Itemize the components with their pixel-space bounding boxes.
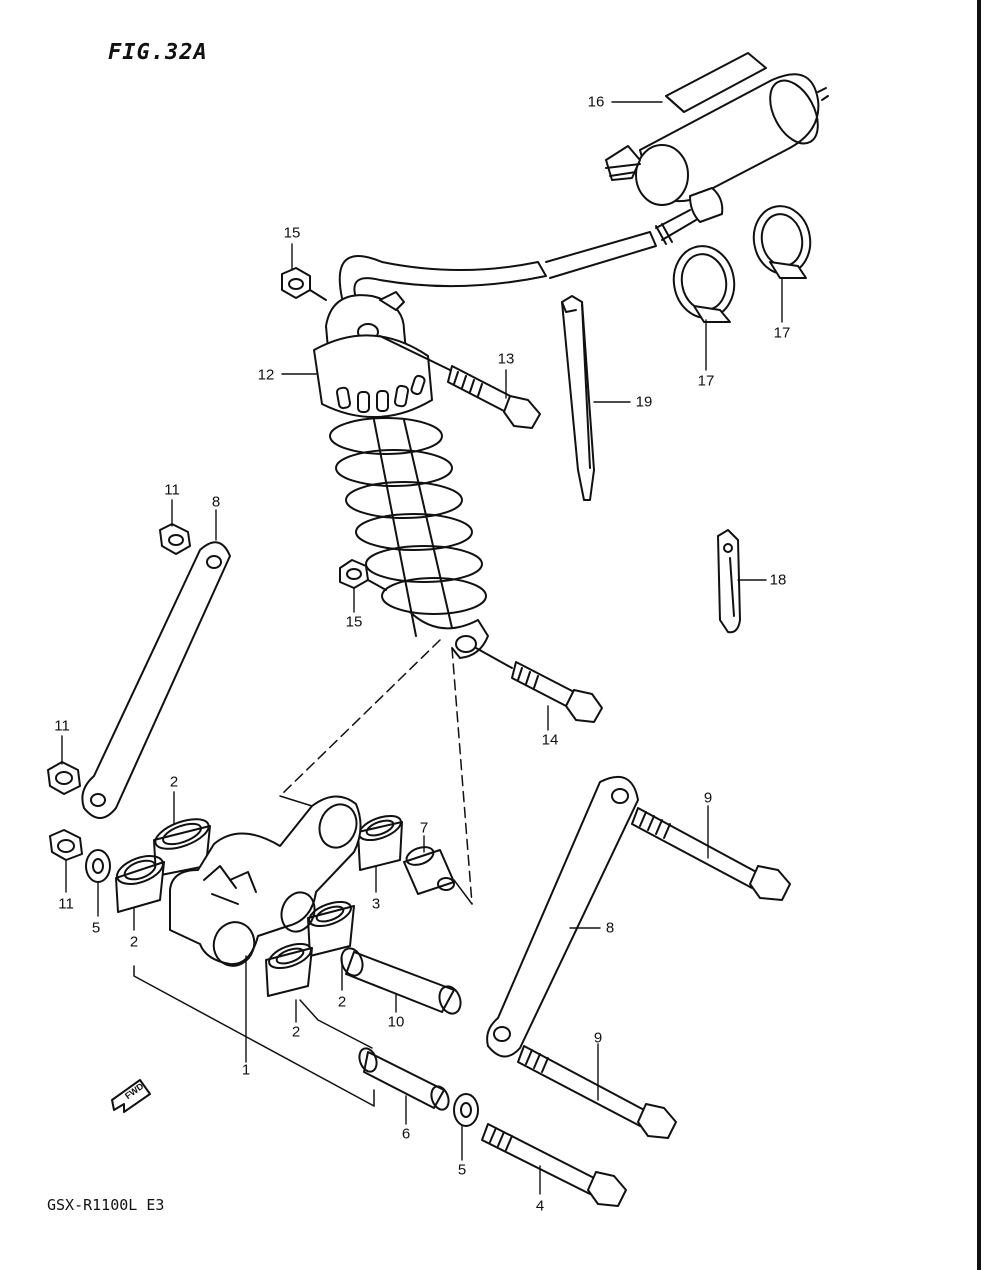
callout-17: 17 [697, 372, 715, 390]
callout-11: 11 [58, 895, 74, 913]
part-17-clamp-right [752, 205, 812, 279]
callout-9: 9 [703, 789, 713, 807]
part-11-nut-upper [159, 523, 191, 555]
part-13-bolt [379, 335, 541, 429]
page-edge-bar [977, 0, 981, 1270]
callout-7: 7 [419, 819, 429, 837]
callout-12: 12 [257, 366, 275, 384]
callout-6: 6 [401, 1125, 411, 1143]
callout-8: 8 [605, 919, 615, 937]
callout-1: 1 [241, 1061, 251, 1079]
part-10-spacer [340, 947, 462, 1015]
part-2-bearing-b [115, 855, 165, 913]
part-14-bolt [475, 647, 603, 723]
callout-2: 2 [291, 1023, 301, 1041]
callout-2: 2 [169, 773, 179, 791]
part-8-tie-rod-lower [486, 776, 639, 1058]
part-2-bearing-d [265, 942, 313, 997]
callout-5: 5 [457, 1161, 467, 1179]
part-19-spanner [561, 295, 595, 501]
part-9-bolt-lower [517, 1045, 677, 1139]
part-17-clamp-left [672, 245, 736, 323]
part-1-cushion-lever [169, 795, 362, 967]
part-5-washer-left [85, 849, 111, 883]
callout-8: 8 [211, 493, 221, 511]
assembly-guide-lines [279, 639, 473, 905]
callout-2: 2 [129, 933, 139, 951]
callout-11: 11 [54, 717, 70, 735]
part-6-spacer [358, 1047, 450, 1111]
part-11-nut-bottom [49, 829, 83, 861]
callout-9: 9 [593, 1029, 603, 1047]
part-9-bolt-upper [631, 807, 791, 901]
callout-brackets [133, 795, 473, 1107]
part-8-tie-rod-upper [81, 541, 231, 819]
part-5-washer-right [453, 1093, 479, 1127]
part-2-bearing-c [307, 900, 355, 957]
callout-13: 13 [497, 350, 515, 368]
part-7-collar [403, 846, 455, 895]
model-footer: GSX-R1100L E3 [47, 1196, 165, 1214]
callout-15: 15 [283, 224, 301, 242]
figure-title: FIG.32A [108, 40, 208, 65]
remote-reservoir [605, 73, 829, 245]
part-18-hose-clip [717, 529, 741, 634]
callout-14: 14 [541, 731, 559, 749]
part-15-nut-lower [339, 559, 387, 591]
part-11-nut-left [47, 761, 81, 795]
callout-5: 5 [91, 919, 101, 937]
part-3-bearing [357, 814, 403, 871]
part-16-pad [665, 52, 767, 113]
callout-11: 11 [164, 481, 180, 499]
callout-10: 10 [387, 1013, 405, 1031]
leader-lines [61, 101, 783, 1195]
callout-4: 4 [535, 1197, 545, 1215]
callout-3: 3 [371, 895, 381, 913]
callout-15: 15 [345, 613, 363, 631]
callout-17: 17 [773, 324, 791, 342]
callout-19: 19 [635, 393, 653, 411]
fwd-arrow-icon [111, 1079, 151, 1113]
part-12-shock-absorber [313, 291, 489, 659]
reservoir-hose [338, 231, 657, 299]
callout-16: 16 [587, 93, 605, 111]
callout-18: 18 [769, 571, 787, 589]
part-15-nut-upper [281, 267, 327, 301]
callout-2: 2 [337, 993, 347, 1011]
part-4-bolt [481, 1123, 627, 1207]
